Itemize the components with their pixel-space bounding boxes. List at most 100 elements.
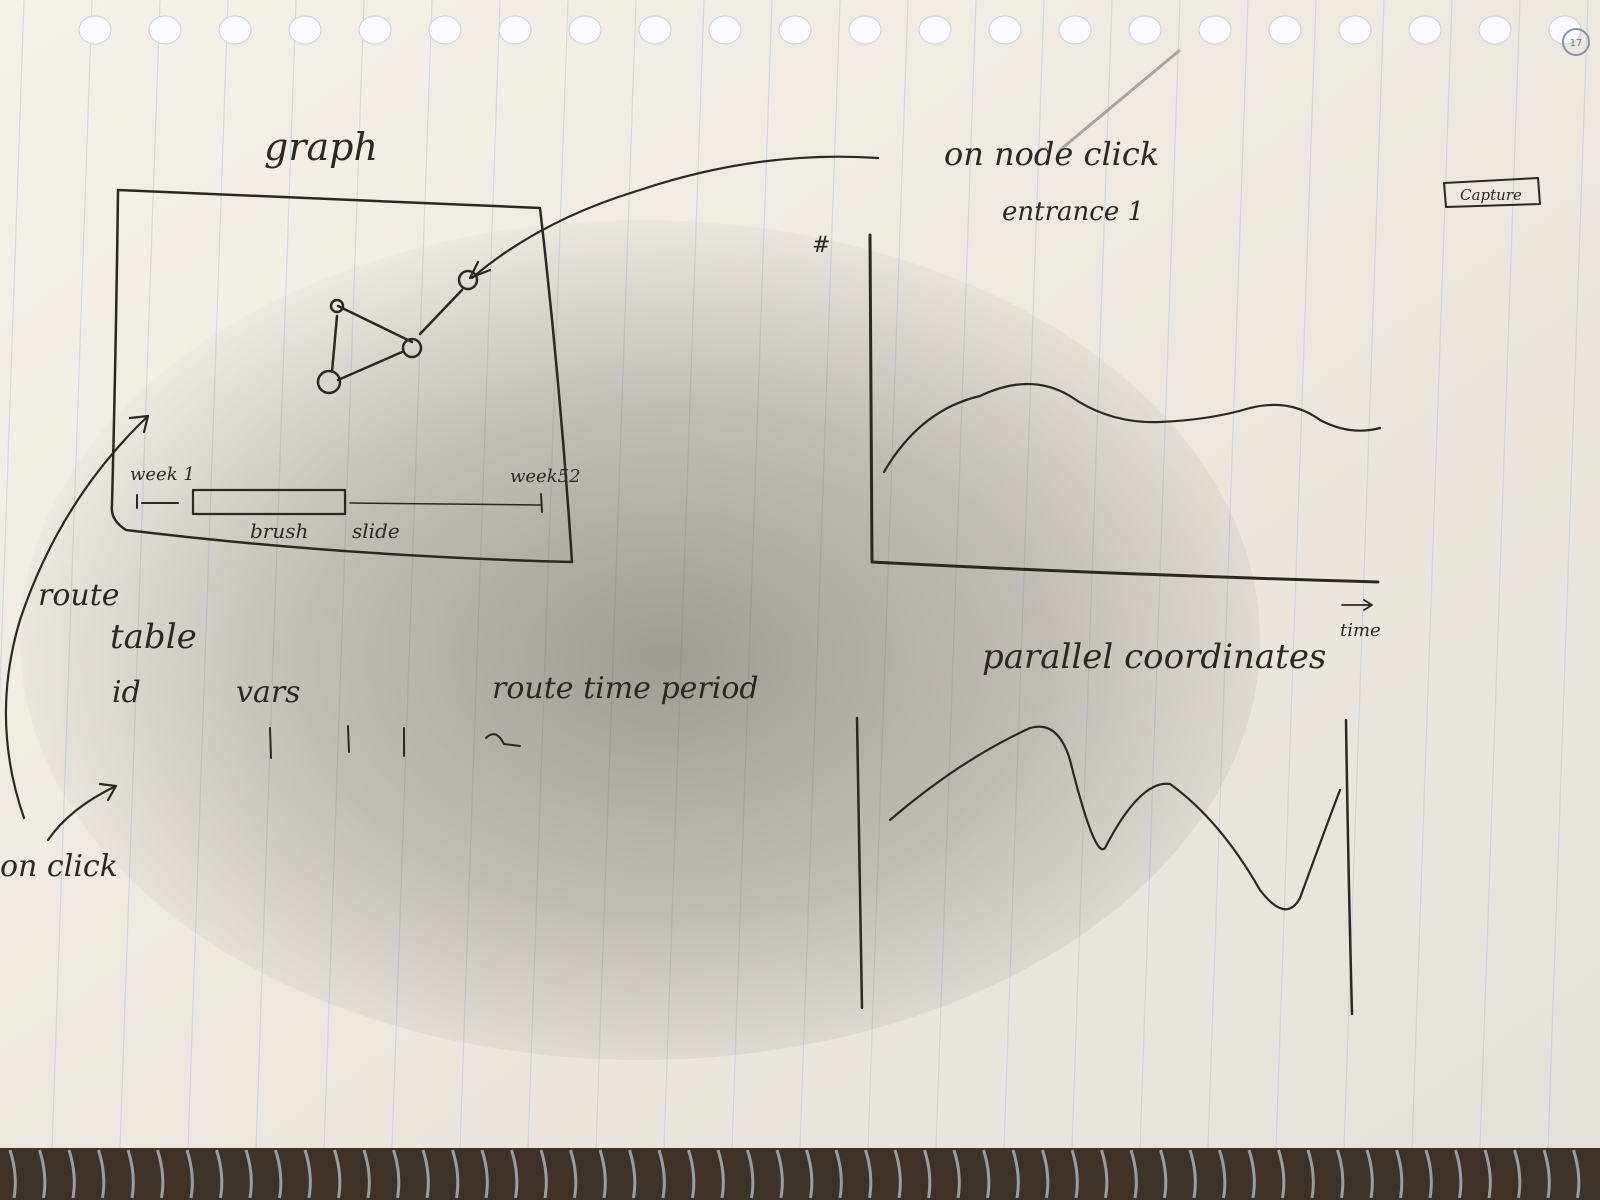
punch-hole (1408, 15, 1442, 45)
spiral-coil (215, 1149, 224, 1199)
punch-hole (78, 15, 112, 45)
graph-edge (418, 288, 464, 336)
spiral-coil (1159, 1149, 1168, 1199)
spiral-coil (1365, 1149, 1374, 1199)
column-id: id (112, 675, 141, 710)
column-route-time-period: route time period (492, 671, 759, 706)
punch-hole (848, 15, 882, 45)
graph-node-clicked (457, 269, 479, 291)
spiral-coil (1306, 1149, 1315, 1199)
punch-hole (1478, 15, 1512, 45)
spiral-coil (67, 1149, 76, 1199)
spiral-coil (746, 1149, 755, 1199)
punch-hole (1058, 15, 1092, 45)
punch-hole (358, 15, 392, 45)
time-axes (868, 233, 1380, 584)
punch-hole (1338, 15, 1372, 45)
spiral-coil (923, 1149, 932, 1199)
y-axis-label: # (812, 233, 830, 258)
spiral-binding (8, 1149, 1581, 1199)
hand-shadow (20, 220, 1260, 1060)
route-table-title-1: route (38, 578, 120, 613)
pc-polyline (888, 725, 1342, 911)
rule-line (1275, 0, 1317, 1149)
spiral-coil (805, 1149, 814, 1199)
on-click-arrow (46, 782, 118, 842)
route-table-sketch: route table id vars route time period (38, 578, 759, 759)
spiral-coil (97, 1149, 106, 1199)
route-table-title-2: table (110, 617, 197, 657)
spiral-coil (1218, 1149, 1227, 1199)
spiral-coil (716, 1149, 725, 1199)
pc-axis-left (855, 716, 864, 1010)
spiral-coil (8, 1149, 17, 1199)
spiral-coil (244, 1149, 253, 1199)
entrance-label: entrance 1 (1002, 197, 1144, 227)
spiral-coil (1572, 1149, 1581, 1199)
spiral-coil (864, 1149, 873, 1199)
node-click-arrow (468, 155, 880, 280)
punch-hole (498, 15, 532, 45)
spiral-coil (1011, 1149, 1020, 1199)
punch-hole (918, 15, 952, 45)
spiral-coil (1070, 1149, 1079, 1199)
graph-edge (336, 304, 414, 344)
spiral-coil (657, 1149, 666, 1199)
spiral-coil (274, 1149, 283, 1199)
spiral-coil (1336, 1149, 1345, 1199)
punch-hole (148, 15, 182, 45)
timeline-end-label: week52 (510, 466, 581, 487)
spiral-coil (333, 1149, 342, 1199)
timeline-axis (349, 502, 541, 506)
punch-hole (218, 15, 252, 45)
punch-hole (428, 15, 462, 45)
timeline-axis-start (136, 494, 179, 509)
spiral-coil (687, 1149, 696, 1199)
punch-hole (988, 15, 1022, 45)
capture-label: Capture (1460, 186, 1522, 204)
spiral-coil (628, 1149, 637, 1199)
graph-node (329, 298, 345, 314)
spiral-coil (451, 1149, 460, 1199)
spiral-coil (982, 1149, 991, 1199)
spiral-coil (598, 1149, 607, 1199)
spiral-coil (1100, 1149, 1109, 1199)
spiral-coil (1454, 1149, 1463, 1199)
spiral-coil (834, 1149, 843, 1199)
spiral-coil (510, 1149, 519, 1199)
rule-line (1479, 0, 1521, 1149)
spiral-coil (1247, 1149, 1256, 1199)
punch-hole (1198, 15, 1232, 45)
punch-holes (78, 15, 1582, 45)
rule-line (0, 0, 25, 707)
table-row-scribble (485, 733, 521, 747)
table-to-graph-arrow (4, 414, 150, 820)
spiral-coil (569, 1149, 578, 1199)
timeline-start-label: week 1 (130, 464, 195, 485)
spiral-coil (362, 1149, 371, 1199)
spiral-coil (126, 1149, 135, 1199)
column-vars: vars (236, 675, 301, 710)
time-series-line (882, 382, 1382, 474)
on-click-label: on click (0, 849, 118, 884)
timeline-end-tick (540, 493, 543, 513)
spiral-coil (1277, 1149, 1286, 1199)
spiral-coil (1041, 1149, 1050, 1199)
time-arrow (1341, 599, 1373, 611)
slide-label: slide (352, 519, 400, 543)
rule-line (1547, 0, 1589, 1149)
spiral-binding-area (0, 1148, 1600, 1200)
spiral-coil (1513, 1149, 1522, 1199)
punch-hole (638, 15, 672, 45)
punch-hole (778, 15, 812, 45)
page-number-badge: 17 (1562, 28, 1590, 56)
graph-title: graph (264, 125, 378, 169)
spiral-coil (185, 1149, 194, 1199)
parallel-coordinates-sketch: parallel coordinates (855, 637, 1354, 1016)
spiral-coil (1424, 1149, 1433, 1199)
spiral-coil (539, 1149, 548, 1199)
punch-hole (288, 15, 322, 45)
punch-hole (1128, 15, 1162, 45)
spiral-coil (421, 1149, 430, 1199)
